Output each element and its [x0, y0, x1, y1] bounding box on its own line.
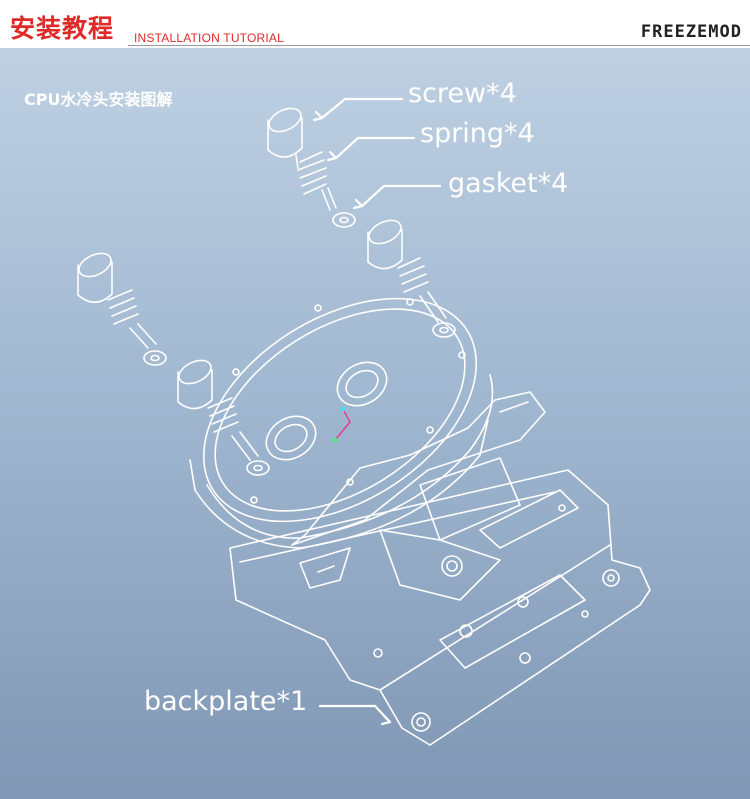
screw-assembly-top: [267, 107, 356, 228]
backplate-part: [229, 469, 651, 746]
callout-arrows: [312, 97, 442, 726]
label-spring: spring*4: [420, 118, 535, 149]
screw-assembly-left: [77, 252, 167, 366]
label-screw: screw*4: [408, 78, 517, 109]
diagram-canvas: [0, 48, 750, 799]
screw-assembly-right: [367, 219, 456, 338]
header-divider: [128, 45, 750, 46]
page-header: 安装教程 INSTALLATION TUTORIAL FREEZEMOD: [0, 0, 750, 48]
brand-logo: FREEZEMOD: [640, 22, 742, 42]
water-block-part: [189, 297, 494, 549]
axis-gizmo: [332, 406, 351, 443]
page-title: 安装教程: [10, 14, 115, 43]
page-title-english: INSTALLATION TUTORIAL: [134, 31, 285, 45]
label-gasket: gasket*4: [448, 168, 569, 199]
diagram-subtitle: CPU水冷头安装图解: [24, 90, 173, 109]
screw-assembly-front: [177, 359, 270, 476]
label-backplate: backplate*1: [144, 686, 308, 717]
